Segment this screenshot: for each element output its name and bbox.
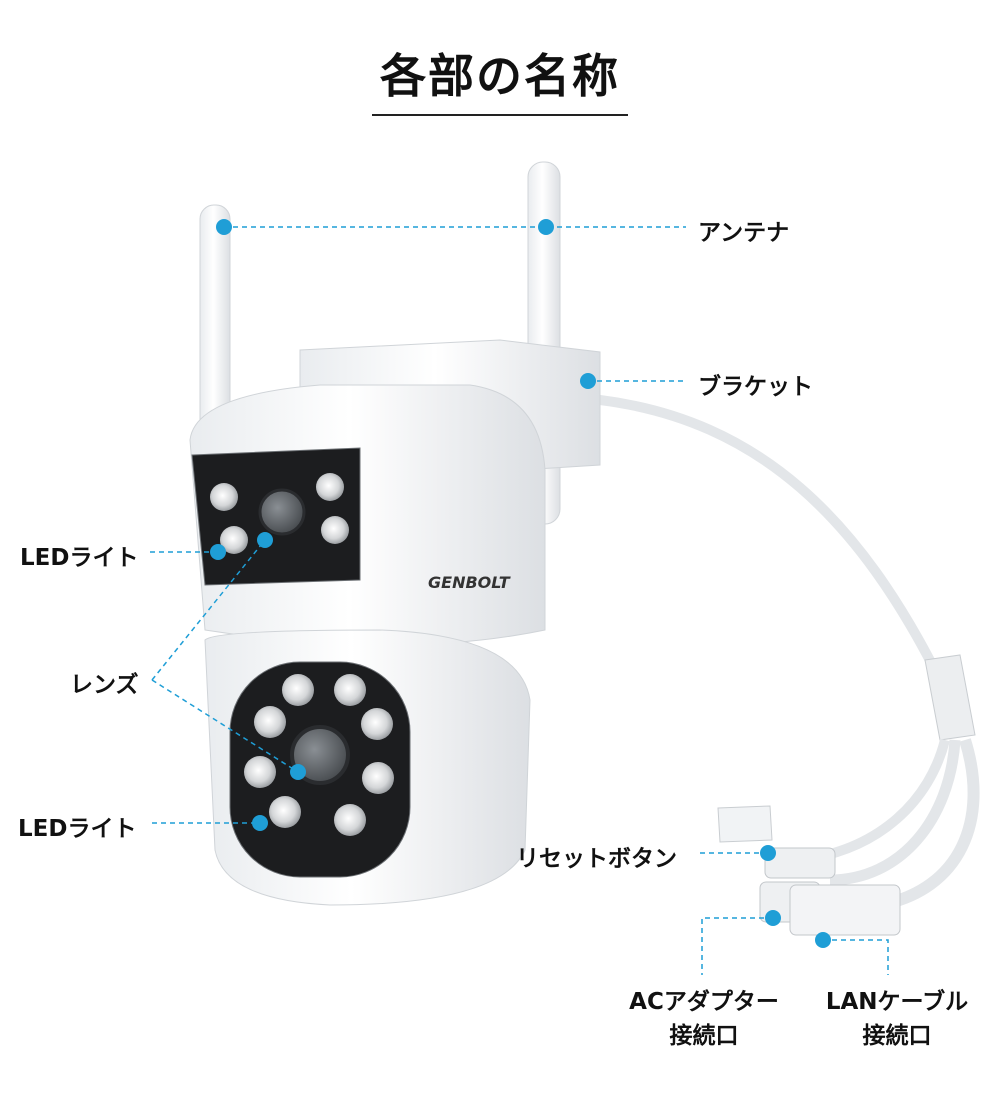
lower-led-7 [269, 796, 301, 828]
label-lens: レンズ [70, 672, 139, 698]
reset-connector [764, 847, 836, 879]
dot-lens-upper [257, 532, 273, 548]
cable-splitter [924, 654, 976, 741]
label-lan-line2: 接続口 [862, 1023, 932, 1049]
lower-led-1 [282, 674, 314, 706]
leader-lan [823, 939, 889, 975]
dot-antenna-right [538, 219, 554, 235]
label-lan-port: LANケーブル 接続口 [812, 982, 982, 1050]
upper-led-4 [321, 516, 349, 544]
lower-led-3 [254, 706, 286, 738]
upper-led-2 [220, 526, 248, 554]
dot-led-upper [210, 544, 226, 560]
label-led-lower: LEDライト [18, 816, 137, 842]
upper-led-3 [316, 473, 344, 501]
leader-lens-upper [151, 539, 266, 681]
dot-antenna-left [216, 219, 232, 235]
callout-dots [210, 219, 831, 948]
label-ac-adapter: ACアダプター 接続口 [606, 982, 802, 1050]
label-ac-line1: ACアダプター [629, 989, 779, 1015]
lan-connector [789, 884, 901, 936]
dot-led-lower [252, 815, 268, 831]
reset-cable [799, 738, 950, 865]
upper-lens [258, 488, 306, 536]
lower-led-2 [334, 674, 366, 706]
label-antenna: アンテナ [698, 220, 790, 246]
label-led-upper: LEDライト [20, 545, 139, 571]
lower-led-5 [244, 756, 276, 788]
lower-led-6 [362, 762, 394, 794]
dot-lan [815, 932, 831, 948]
dot-ac [765, 910, 781, 926]
label-reset: リセットボタン [516, 846, 677, 872]
lan-cable [878, 738, 980, 911]
page-title: 各部の名称 [380, 49, 620, 103]
label-bracket: ブラケット [698, 374, 813, 400]
dot-lens-lower [290, 764, 306, 780]
dot-reset [760, 845, 776, 861]
title-underline [372, 114, 628, 116]
dust-cap [717, 805, 773, 843]
brand-logo: GENBOLT [428, 573, 511, 592]
leader-ac [701, 917, 773, 975]
label-ac-line2: 接続口 [669, 1023, 739, 1049]
label-lan-line1: LANケーブル [825, 989, 969, 1015]
lower-led-8 [334, 804, 366, 836]
lower-led-4 [361, 708, 393, 740]
callout-lines [150, 226, 889, 975]
dot-bracket [580, 373, 596, 389]
power-cable [595, 395, 945, 685]
lower-lens [290, 725, 350, 785]
leader-lens-lower [151, 679, 299, 773]
upper-led-1 [210, 483, 238, 511]
dc-cable [829, 739, 961, 886]
